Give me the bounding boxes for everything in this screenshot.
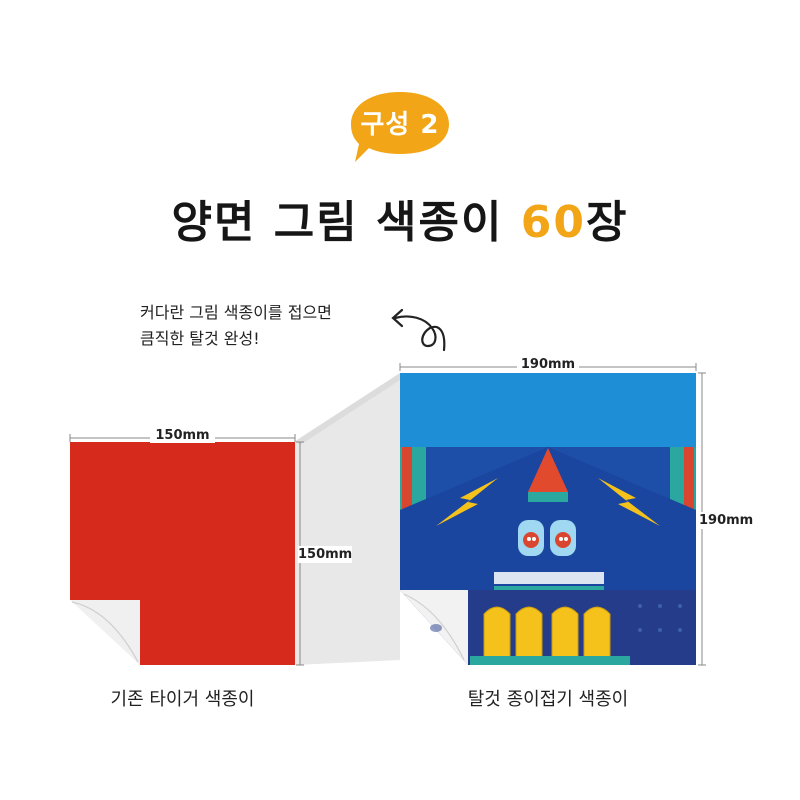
projection-shadow (295, 373, 400, 665)
right-width-label: 190mm (517, 357, 579, 372)
badge-label: 구성 2 (360, 110, 440, 140)
left-width-label: 150mm (150, 428, 215, 443)
projection-shadow-dark (296, 373, 400, 445)
right-height-label: 190mm (699, 512, 754, 529)
title-highlight: 60 (520, 197, 587, 248)
description-caption: 커다란 그림 색종이를 접으면 큼직한 탈것 완성! (140, 300, 400, 352)
title-prefix: 양면 그림 색종이 (171, 197, 521, 248)
left-paper (70, 442, 295, 665)
lightning-icon (598, 478, 660, 526)
left-height-label: 150mm (298, 546, 353, 563)
caption-line-1: 커다란 그림 색종이를 접으면 (140, 303, 332, 322)
title-suffix: 장 (586, 197, 629, 248)
left-paper-caption: 기존 타이거 색종이 (110, 689, 255, 710)
lightning-icon (436, 478, 498, 526)
caption-line-2: 큼직한 탈것 완성! (140, 329, 260, 348)
page-title: 양면 그림 색종이 60장 (0, 186, 800, 250)
badge-speech-bubble (351, 92, 449, 162)
right-paper (400, 373, 696, 665)
right-paper-caption: 탈것 종이접기 색종이 (467, 689, 629, 710)
curly-arrow-icon (391, 308, 446, 352)
